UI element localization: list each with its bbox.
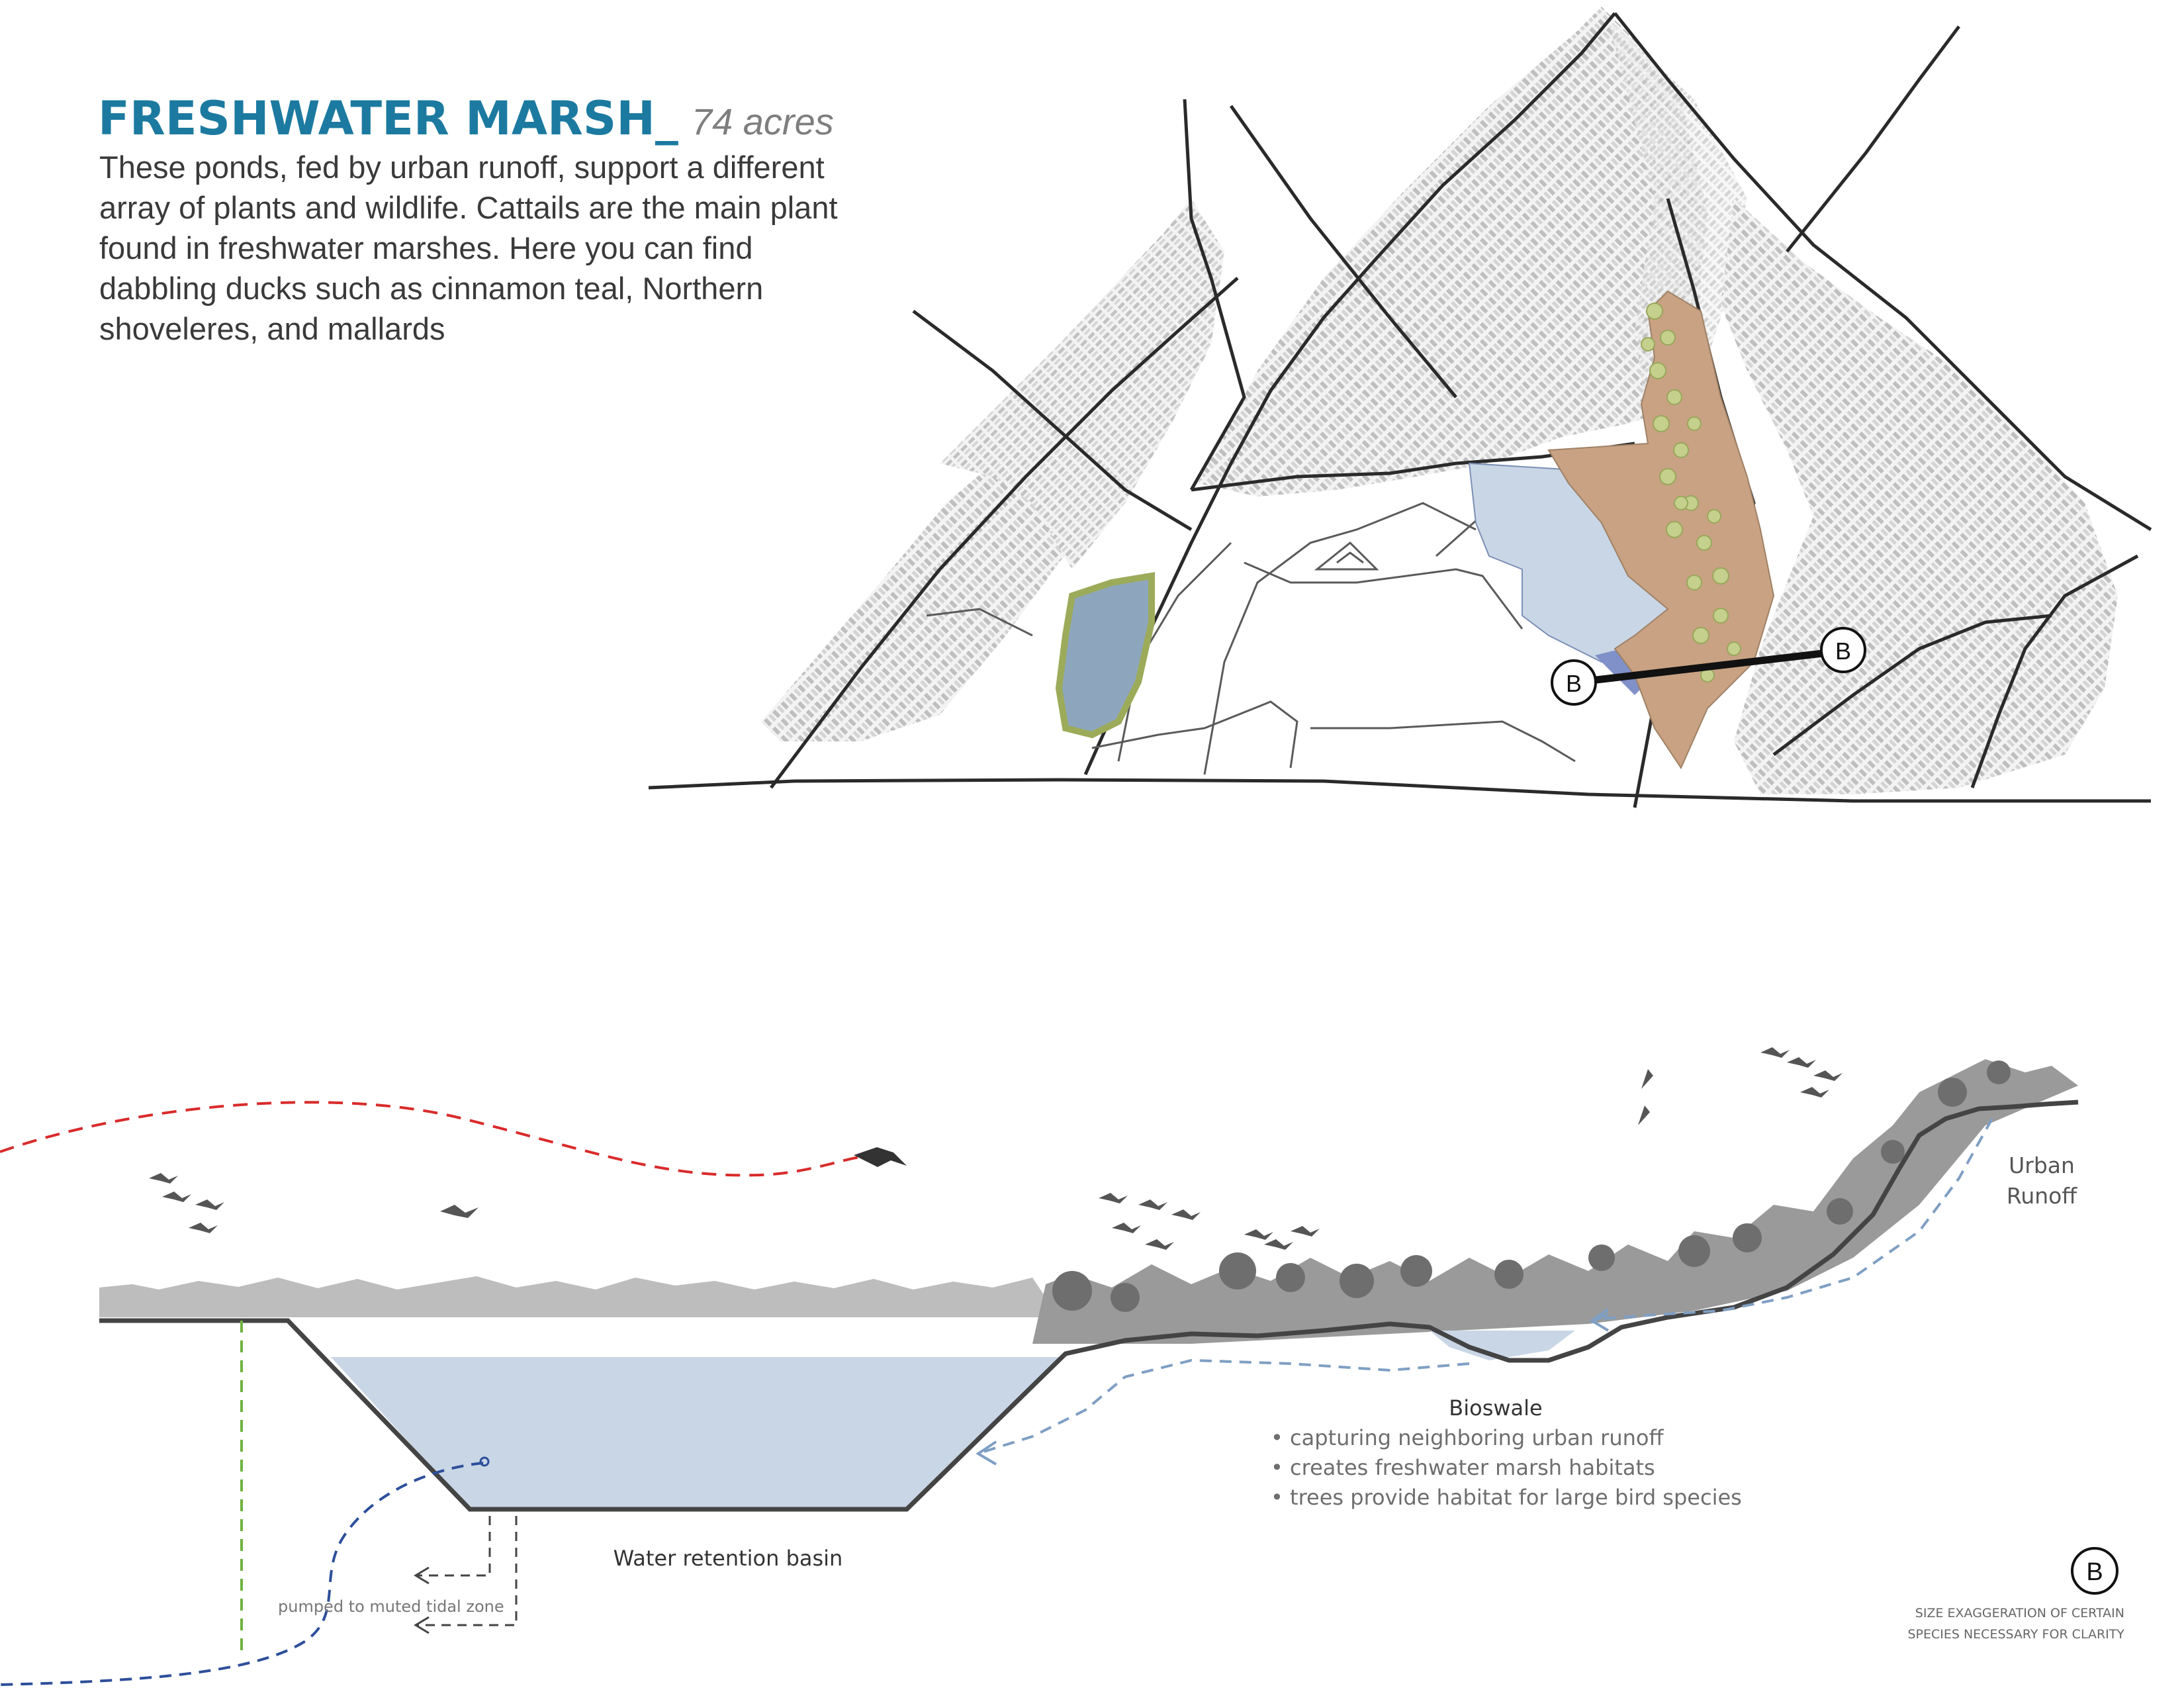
fish-path-start: [479, 1456, 490, 1467]
description: These ponds, fed by urban runoff, suppor…: [99, 150, 838, 346]
section-key-label: B: [2086, 1558, 2103, 1586]
bioswale-bullet-2: • creates freshwater marsh habitats: [1271, 1455, 1655, 1480]
bird-icon: [1264, 1239, 1293, 1250]
pump-arrowhead-upper: [414, 1566, 430, 1585]
bird-icon: [1638, 1105, 1650, 1125]
bird-icon: [1760, 1047, 1790, 1058]
bird-icon: [149, 1173, 178, 1184]
note-line-2: SPECIES NECESSARY FOR CLARITY: [1907, 1627, 2124, 1642]
section-marker-left: B: [1551, 659, 1597, 706]
bioswale-water: [1430, 1331, 1575, 1360]
pump-arrowhead-lower: [414, 1616, 430, 1634]
runoff-arrow-upper: [1594, 1313, 1609, 1322]
section-marker-right-label: B: [1835, 637, 1851, 665]
page-title: FRESHWATER MARSH_: [98, 91, 678, 146]
urban-fabric: [761, 7, 2118, 794]
section-line: [1573, 647, 1841, 686]
section-trees: [1052, 1060, 2011, 1312]
fish-path: [0, 1462, 484, 1686]
bioswale-title: Bioswale: [1449, 1395, 1542, 1421]
basin-water: [331, 1357, 1059, 1509]
pumped-label: pumped to muted tidal zone: [278, 1597, 504, 1616]
bird-icon: [1800, 1087, 1829, 1098]
bird-icon: [1099, 1193, 1128, 1203]
bird-icon: [162, 1192, 191, 1202]
bioswale-bullet-1: • capturing neighboring urban runoff: [1271, 1425, 1664, 1450]
note-line-1: SIZE EXAGGERATION OF CERTAIN: [1915, 1606, 2124, 1620]
section-marker-right: B: [1820, 627, 1866, 673]
runoff-path-upper: [1601, 1118, 1993, 1320]
section-marker-left-label: B: [1566, 670, 1582, 697]
bird-icon: [1787, 1057, 1816, 1068]
cross-section: Urban Runoff Bioswale • capturing neighb…: [0, 1047, 2124, 1686]
marsh-trees: [1641, 303, 1741, 682]
bird-flight-path: [0, 1101, 861, 1177]
pump-path-upper: [417, 1516, 491, 1577]
urban-runoff-label-1: Urban: [2009, 1152, 2075, 1178]
section-key: B: [2071, 1547, 2118, 1595]
bird-icon: [440, 1205, 478, 1218]
bird-icon: [1145, 1239, 1174, 1250]
runoff-arrowhead-upper: [1589, 1308, 1610, 1332]
basin-label: Water retention basin: [614, 1546, 843, 1571]
runoff-arrowhead-lower: [976, 1440, 997, 1466]
area-label: 74 acres: [691, 101, 834, 142]
bird-icon: [189, 1223, 218, 1233]
bird-icon: [1641, 1069, 1653, 1089]
site-plan-map: B B: [648, 7, 2152, 808]
bird-icon: [1244, 1229, 1273, 1240]
freshwater-pond: [1055, 572, 1155, 739]
pump-path-lower: [417, 1516, 518, 1626]
urban-runoff-label-2: Runoff: [2007, 1183, 2077, 1209]
bird-icon: [854, 1147, 907, 1167]
birds: [149, 1047, 1843, 1250]
runoff-path-lower: [979, 1358, 1470, 1454]
bird-icon: [1112, 1223, 1141, 1233]
roads: [648, 12, 2152, 808]
ground-profile: [99, 1100, 2079, 1512]
bird-icon: [1138, 1199, 1167, 1210]
bird-icon: [1171, 1209, 1201, 1220]
bioswale-bullet-3: • trees provide habitat for large bird s…: [1271, 1485, 1742, 1510]
bird-icon: [1291, 1226, 1320, 1237]
title-row: FRESHWATER MARSH_ 74 acres: [98, 91, 834, 146]
bird-icon: [1813, 1070, 1843, 1081]
bird-icon: [195, 1199, 224, 1210]
